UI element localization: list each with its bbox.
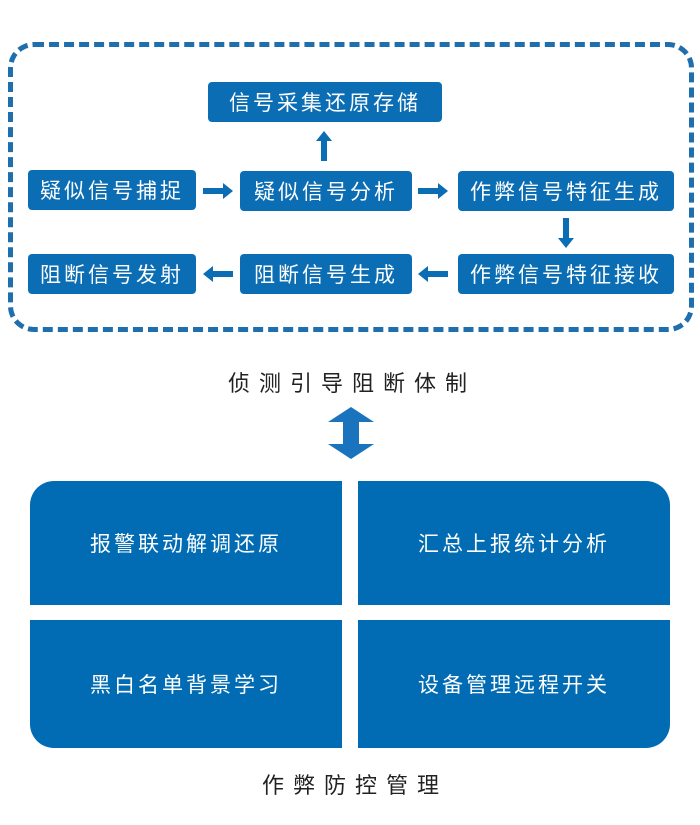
panel-label: 黑白名单背景学习 — [90, 673, 282, 697]
panel-label: 汇总上报统计分析 — [418, 532, 610, 556]
detection-system-title: 侦测引导阻断体制 — [228, 372, 477, 397]
panel-device-management: 设备管理远程开关 — [358, 620, 670, 748]
node-suspect-capture: 疑似信号捕捉 — [28, 170, 196, 210]
node-feature-generation: 作弊信号特征生成 — [458, 171, 674, 211]
node-label: 作弊信号特征生成 — [470, 180, 662, 204]
panel-alarm-linkage: 报警联动解调还原 — [30, 481, 342, 605]
node-suspect-analysis: 疑似信号分析 — [240, 171, 412, 211]
node-label: 疑似信号捕捉 — [40, 179, 184, 203]
prevention-management-title: 作弊防控管理 — [262, 774, 449, 799]
panel-summary-report: 汇总上报统计分析 — [358, 481, 670, 605]
detection-system-frame — [8, 42, 694, 332]
node-block-generation: 阻断信号生成 — [240, 254, 412, 294]
panel-label: 报警联动解调还原 — [90, 532, 282, 556]
arrow-left-icon — [203, 266, 233, 282]
double-arrow-icon — [328, 407, 374, 459]
arrow-right-icon — [418, 183, 448, 199]
arrow-up-icon — [316, 131, 332, 161]
arrow-right-icon — [203, 183, 233, 199]
arrow-down-icon — [558, 218, 574, 248]
node-feature-receive: 作弊信号特征接收 — [458, 254, 674, 294]
node-label: 作弊信号特征接收 — [470, 263, 662, 287]
node-label: 疑似信号分析 — [254, 180, 398, 204]
node-label: 阻断信号发射 — [40, 263, 184, 287]
node-label: 阻断信号生成 — [254, 263, 398, 287]
node-label: 信号采集还原存储 — [229, 91, 421, 115]
panel-blacklist-learning: 黑白名单背景学习 — [30, 620, 342, 748]
node-block-emit: 阻断信号发射 — [28, 254, 196, 294]
panel-label: 设备管理远程开关 — [418, 673, 610, 697]
arrow-left-icon — [418, 266, 448, 282]
node-signal-storage: 信号采集还原存储 — [208, 82, 442, 122]
